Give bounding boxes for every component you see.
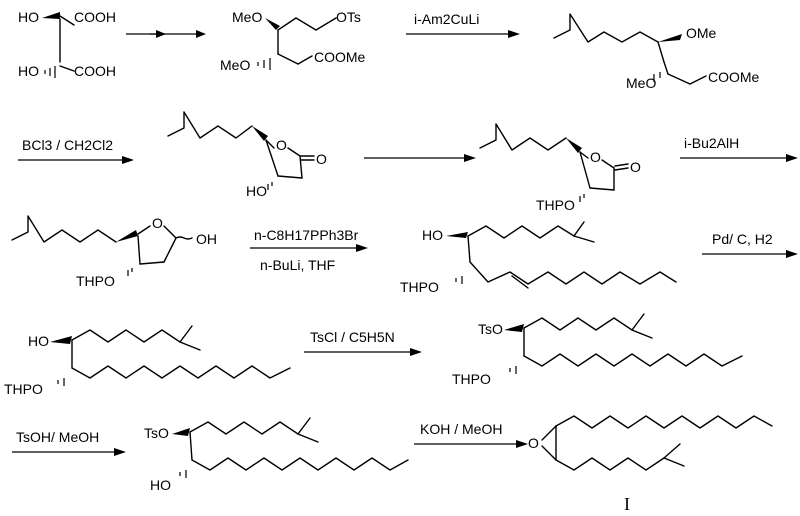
reagent-6: TsCl / C5H5N (310, 329, 395, 345)
lactol-ring-o: O (152, 215, 163, 231)
alk1-thpo: THPO (400, 279, 439, 295)
intermediate-isoalkyl-ester: OMe MeO COOMe (553, 13, 760, 91)
reagent-7: TsOH/ MeOH (16, 429, 99, 445)
lac2-ring-o: O (590, 149, 601, 165)
epox-o: O (528, 435, 539, 451)
arrow-step-7: TsCl / C5H5N (304, 329, 422, 356)
hydroxy-lactone: O O HO (167, 111, 327, 199)
arrow-step-6: Pd/ C, H2 (702, 231, 798, 258)
lac1-ring-o: O (276, 137, 287, 153)
thp-lactone: O O THPO (479, 123, 641, 213)
sm-wedge-1 (42, 12, 60, 19)
reagent-2: BCl3 / CH2Cl2 (22, 137, 113, 153)
thp-lactol: O OH THPO (11, 215, 217, 289)
arrow-multistep (126, 30, 206, 38)
arrow-step-5: n-C8H17PPh3Br n-BuLi, THF (250, 227, 368, 273)
lac1-ho: HO (246, 183, 267, 199)
i2-meo-2: MeO (626, 75, 656, 91)
lactol-oh: OH (196, 231, 217, 247)
arrow-step-9: KOH / MeOH (414, 421, 528, 448)
ts-tso: TsO (478, 321, 503, 337)
i1-meo-1: MeO (232, 9, 262, 25)
tsh-tso: TsO (144, 425, 169, 441)
tsh-ho: HO (150, 477, 171, 493)
reagent-5: Pd/ C, H2 (712, 231, 773, 247)
sat-ho: HO (28, 333, 49, 349)
arrow-step-1: i-Am2CuLi (406, 11, 520, 38)
tosylate-intermediate: TsO THPO (452, 313, 743, 387)
epoxide-product: O I (528, 415, 773, 514)
reagent-8: KOH / MeOH (420, 421, 502, 437)
intermediate-ts-ester: MeO OTs MeO COOMe (220, 9, 366, 73)
reagent-4a: n-C8H17PPh3Br (254, 227, 359, 243)
sm-cooh-2: COOH (74, 63, 116, 79)
sm-ho-1: HO (18, 9, 39, 25)
product-label: I (624, 494, 630, 514)
lac2-thpo: THPO (536, 197, 575, 213)
arrow-step-8: TsOH/ MeOH (12, 429, 126, 456)
i2-coome: COOMe (708, 69, 760, 85)
reagent-3: i-Bu2AlH (684, 135, 739, 151)
i1-meo-2: MeO (220, 57, 250, 73)
arrow-step-3 (364, 154, 476, 162)
hydroxy-tosylate: TsO HO (144, 417, 409, 493)
lac1-carbonyl-o: O (316, 151, 327, 167)
ts-thpo: THPO (452, 371, 491, 387)
arrow-step-4: i-Bu2AlH (680, 135, 798, 162)
i2-ome-1: OMe (686, 25, 717, 41)
sm-cooh-1: COOH (74, 9, 116, 25)
i1-coome: COOMe (314, 49, 366, 65)
alk1-ho: HO (422, 227, 443, 243)
sat-thpo: THPO (4, 381, 43, 397)
alkene-intermediate: HO THPO (400, 221, 677, 295)
sm-ho-2: HO (18, 63, 39, 79)
arrow-step-2: BCl3 / CH2Cl2 (18, 137, 134, 164)
lac2-carbonyl-o: O (630, 159, 641, 175)
reagent-1: i-Am2CuLi (414, 11, 479, 27)
tartaric-acid: HO COOH HO COOH (18, 9, 116, 79)
reagent-4b: n-BuLi, THF (260, 257, 335, 273)
saturated-thp-alcohol: HO THPO (4, 325, 291, 397)
lactol-thpo: THPO (76, 273, 115, 289)
i1-ots: OTs (336, 9, 361, 25)
